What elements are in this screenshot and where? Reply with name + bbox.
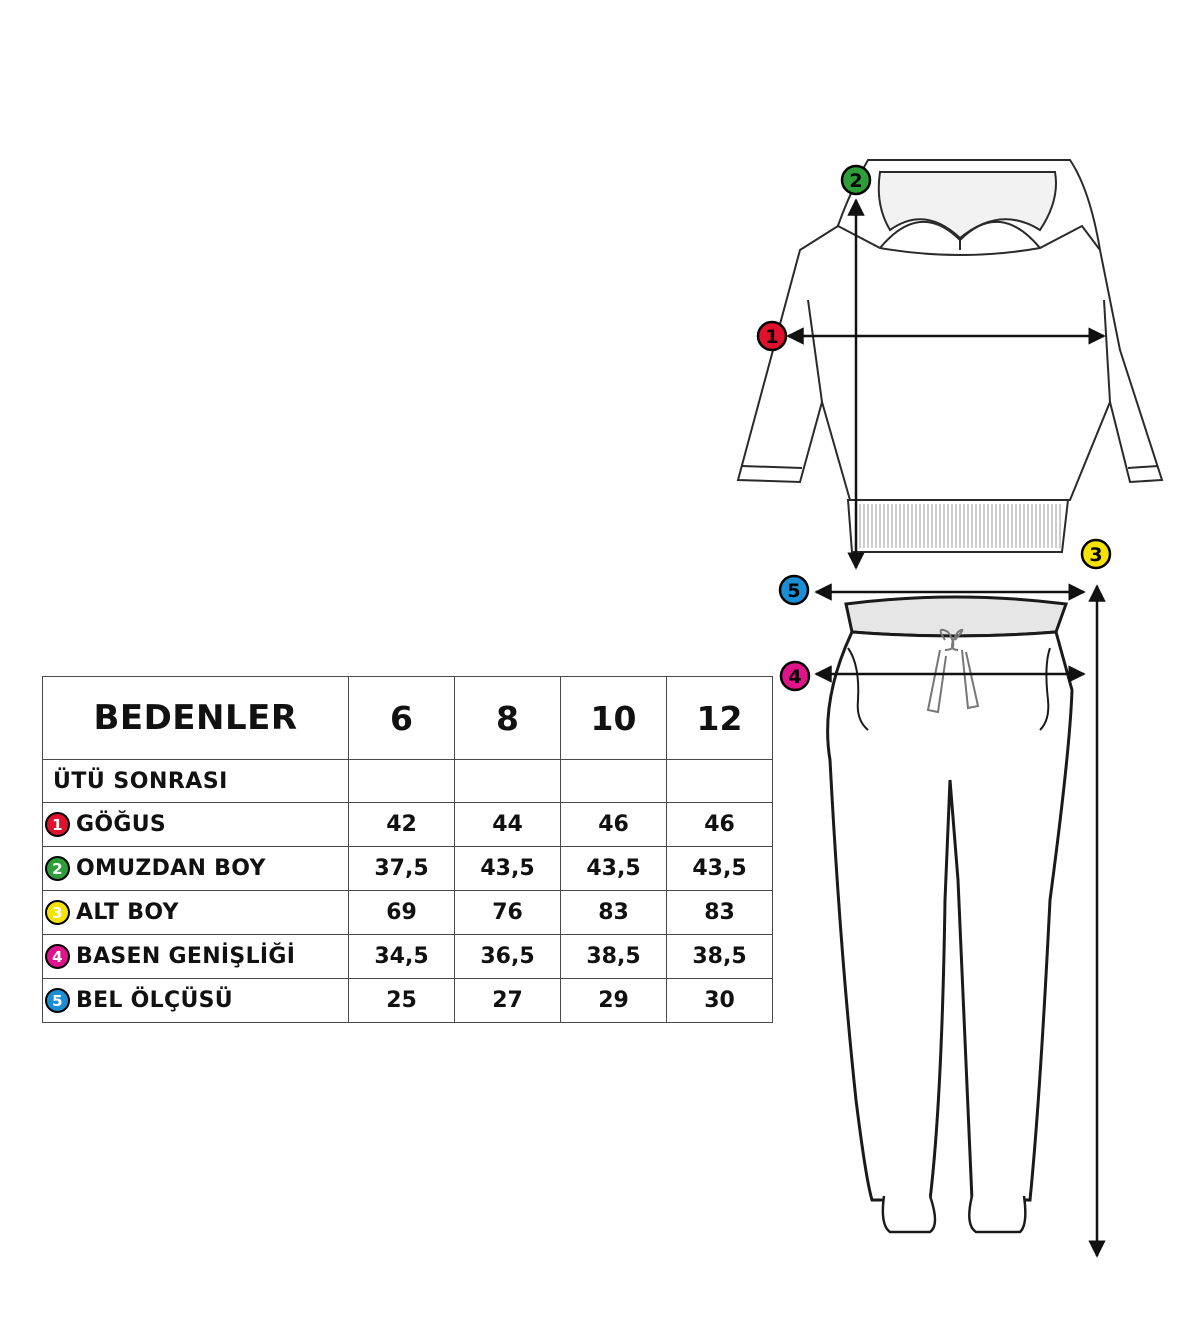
marker-number: 1 [765,326,778,348]
size-header: 12 [666,676,773,760]
measurement-value: 27 [454,978,561,1023]
measurement-value: 43,5 [454,846,561,891]
measurement-label: BASEN GENİŞLİĞİ [76,944,296,969]
number-badge-icon: 5 [45,988,70,1013]
measurement-value: 83 [666,890,773,935]
marker-number: 5 [787,580,800,602]
marker-badge-icon [778,574,810,606]
hoodie-drawing [736,159,1164,553]
measurement-value: 34,5 [348,934,455,979]
marker-badge-icon [756,320,788,352]
measurement-value: 46 [666,802,773,847]
measurement-arrows [786,198,1106,1258]
measurement-value: 76 [454,890,561,935]
pants-drawing [826,595,1074,1234]
number-badge-icon: 3 [45,900,70,925]
number-badge-icon: 4 [45,944,70,969]
marker-number: 2 [849,170,862,192]
measurement-value: 38,5 [666,934,773,979]
measurement-value: 25 [348,978,455,1023]
hoodie-ribbing [855,504,1061,548]
measurement-value: 29 [560,978,667,1023]
measurement-value: 42 [348,802,455,847]
measurement-label: ALT BOY [76,900,179,925]
measurement-value: 43,5 [666,846,773,891]
measurement-value: 83 [560,890,667,935]
table-header-row: BEDENLER 6 8 10 12 [42,676,773,760]
measurement-label: OMUZDAN BOY [76,856,266,881]
measurement-value: 38,5 [560,934,667,979]
measurement-label: BEL ÖLÇÜSÜ [76,988,233,1013]
marker-badge-icon [840,164,872,196]
size-header: 6 [348,676,455,760]
marker-badge-icon [779,660,811,692]
marker-number: 4 [788,666,801,688]
number-badge-icon: 1 [45,812,70,837]
marker-badges: 1 2 3 4 5 [756,164,1112,692]
measurement-value: 37,5 [348,846,455,891]
measurement-value: 43,5 [560,846,667,891]
measurement-value: 36,5 [454,934,561,979]
measurement-value: 44 [454,802,561,847]
measurement-value: 69 [348,890,455,935]
table-subheader-row: ÜTÜ SONRASI [42,759,773,803]
header-label: BEDENLER [42,676,349,760]
measurement-label: GÖĞUS [76,812,167,837]
measurement-value: 46 [560,802,667,847]
marker-number: 3 [1089,544,1102,566]
size-header: 10 [560,676,667,760]
sub-label: ÜTÜ SONRASI [53,768,228,794]
size-header: 8 [454,676,561,760]
number-badge-icon: 2 [45,856,70,881]
marker-badge-icon [1080,538,1112,570]
measurement-value: 30 [666,978,773,1023]
